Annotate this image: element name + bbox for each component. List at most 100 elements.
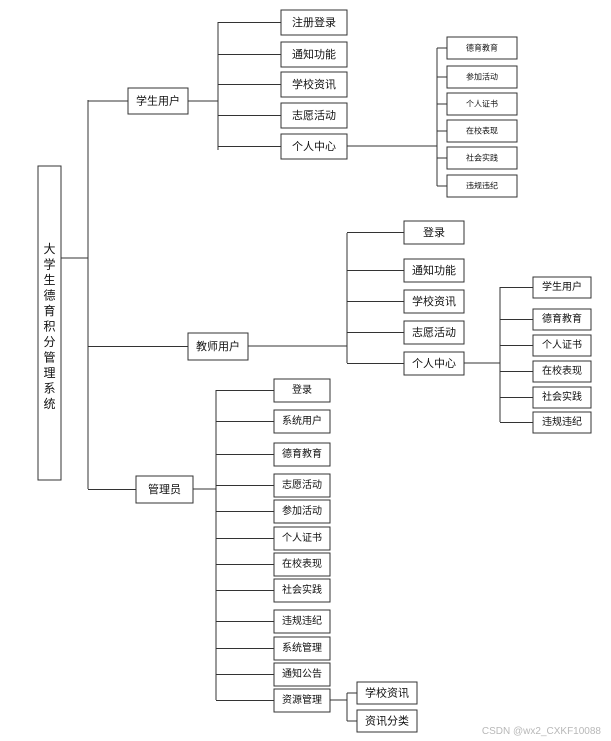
student-item-0-box bbox=[280, 9, 348, 36]
teacher-center-item-0-label: 学生用户 bbox=[542, 280, 582, 293]
admin-resource-item-0: 学校资讯 bbox=[356, 681, 418, 705]
student-center-item-3-box bbox=[446, 119, 518, 143]
admin-item-0: 登录 bbox=[273, 378, 331, 403]
admin-item-1-label: 系统用户 bbox=[282, 414, 322, 427]
admin-resource-item-1-label: 资讯分类 bbox=[365, 714, 409, 728]
root-node-box bbox=[37, 165, 62, 481]
student-center-item-5: 违规违纪 bbox=[446, 174, 518, 198]
teacher-center-item-3-box bbox=[532, 360, 592, 383]
student-center-item-0-box bbox=[446, 36, 518, 60]
student-center-item-2-box bbox=[446, 92, 518, 116]
root-node: 大学生德育积分管理系统 bbox=[37, 165, 62, 481]
student-item-3-box bbox=[280, 102, 348, 129]
teacher-center-item-4-box bbox=[532, 386, 592, 409]
teacher-item-2-label: 学校资讯 bbox=[412, 294, 456, 308]
teacher-center-item-2-label: 个人证书 bbox=[542, 339, 582, 351]
root-node-label: 大学生德育积分管理系统 bbox=[43, 242, 55, 411]
teacher-center-item-5-box bbox=[532, 411, 592, 434]
teacher-item-1-box bbox=[403, 258, 465, 283]
teacher-center-item-1: 德育教育 bbox=[532, 308, 592, 331]
student-center-item-0: 德育教育 bbox=[446, 36, 518, 60]
admin-node-label: 管理员 bbox=[148, 482, 181, 496]
teacher-node-label: 教师用户 bbox=[196, 339, 240, 353]
teacher-item-4-label: 个人中心 bbox=[412, 357, 456, 370]
admin-item-1-box bbox=[273, 409, 331, 434]
teacher-item-4: 个人中心 bbox=[403, 351, 465, 376]
teacher-item-4-box bbox=[403, 351, 465, 376]
admin-item-4-box bbox=[273, 499, 331, 524]
admin-item-3: 志愿活动 bbox=[273, 473, 331, 498]
admin-resource-item-1-box bbox=[356, 709, 418, 733]
admin-resource-item-0-box bbox=[356, 681, 418, 705]
student-item-3: 志愿活动 bbox=[280, 102, 348, 129]
admin-item-8-box bbox=[273, 609, 331, 634]
teacher-item-2-box bbox=[403, 289, 465, 314]
admin-item-9-box bbox=[273, 636, 331, 661]
student-center-item-0-label: 德育教育 bbox=[466, 43, 498, 53]
admin-item-10-box bbox=[273, 662, 331, 687]
admin-item-9-label: 系统管理 bbox=[282, 641, 322, 654]
admin-item-4: 参加活动 bbox=[273, 499, 331, 524]
admin-item-6: 在校表现 bbox=[273, 552, 331, 577]
student-center-item-4-label: 社会实践 bbox=[466, 153, 498, 163]
teacher-item-0: 登录 bbox=[403, 220, 465, 245]
teacher-item-2: 学校资讯 bbox=[403, 289, 465, 314]
student-item-4: 个人中心 bbox=[280, 133, 348, 160]
admin-resource-item-0-label: 学校资讯 bbox=[365, 686, 409, 700]
student-item-4-label: 个人中心 bbox=[292, 140, 336, 153]
admin-item-2-box bbox=[273, 442, 331, 467]
student-item-4-box bbox=[280, 133, 348, 160]
teacher-node: 教师用户 bbox=[187, 332, 249, 361]
teacher-center-item-2-box bbox=[532, 334, 592, 357]
teacher-center-item-4: 社会实践 bbox=[532, 386, 592, 409]
admin-item-7: 社会实践 bbox=[273, 578, 331, 603]
admin-item-3-box bbox=[273, 473, 331, 498]
student-center-item-1: 参加活动 bbox=[446, 65, 518, 89]
student-center-item-5-label: 违规违纪 bbox=[466, 181, 498, 191]
admin-resource-item-1: 资讯分类 bbox=[356, 709, 418, 733]
admin-item-6-label: 在校表现 bbox=[282, 557, 322, 570]
student-node: 学生用户 bbox=[127, 87, 189, 115]
teacher-center-item-0: 学生用户 bbox=[532, 276, 592, 299]
admin-item-0-label: 登录 bbox=[292, 383, 312, 396]
admin-item-8: 违规违纪 bbox=[273, 609, 331, 634]
admin-item-7-label: 社会实践 bbox=[282, 583, 322, 596]
admin-node-box bbox=[135, 475, 194, 504]
student-item-0-label: 注册登录 bbox=[292, 15, 336, 29]
teacher-item-3: 志愿活动 bbox=[403, 320, 465, 345]
teacher-center-item-1-label: 德育教育 bbox=[542, 312, 582, 325]
admin-item-4-label: 参加活动 bbox=[282, 504, 322, 517]
diagram-nodes: 大学生德育积分管理系统学生用户教师用户管理员注册登录通知功能学校资讯志愿活动个人… bbox=[37, 9, 592, 733]
admin-item-3-label: 志愿活动 bbox=[282, 478, 322, 491]
admin-item-10-label: 通知公告 bbox=[282, 667, 322, 680]
admin-node: 管理员 bbox=[135, 475, 194, 504]
student-item-1: 通知功能 bbox=[280, 41, 348, 68]
admin-item-9: 系统管理 bbox=[273, 636, 331, 661]
admin-item-0-box bbox=[273, 378, 331, 403]
connector-lines bbox=[61, 22, 533, 722]
admin-item-2: 德育教育 bbox=[273, 442, 331, 467]
student-item-0: 注册登录 bbox=[280, 9, 348, 36]
student-center-item-4-box bbox=[446, 146, 518, 170]
teacher-center-item-0-box bbox=[532, 276, 592, 299]
student-item-1-label: 通知功能 bbox=[292, 47, 336, 61]
csdn-watermark: CSDN @wx2_CXKF10088 bbox=[481, 726, 601, 737]
teacher-center-item-5-label: 违规违纪 bbox=[542, 415, 582, 428]
teacher-item-0-box bbox=[403, 220, 465, 245]
teacher-item-3-label: 志愿活动 bbox=[412, 326, 456, 339]
student-center-item-3-label: 在校表现 bbox=[466, 126, 498, 136]
student-center-item-3: 在校表现 bbox=[446, 119, 518, 143]
teacher-center-item-4-label: 社会实践 bbox=[542, 390, 582, 403]
teacher-center-item-3: 在校表现 bbox=[532, 360, 592, 383]
student-node-box bbox=[127, 87, 189, 115]
student-center-item-5-box bbox=[446, 174, 518, 198]
student-item-3-label: 志愿活动 bbox=[292, 109, 336, 122]
admin-item-11-label: 资源管理 bbox=[282, 693, 322, 706]
admin-item-5-box bbox=[273, 526, 331, 551]
student-item-1-box bbox=[280, 41, 348, 68]
student-center-item-2: 个人证书 bbox=[446, 92, 518, 116]
admin-item-5: 个人证书 bbox=[273, 526, 331, 551]
teacher-item-1-label: 通知功能 bbox=[412, 263, 456, 277]
student-center-item-2-label: 个人证书 bbox=[466, 99, 498, 109]
